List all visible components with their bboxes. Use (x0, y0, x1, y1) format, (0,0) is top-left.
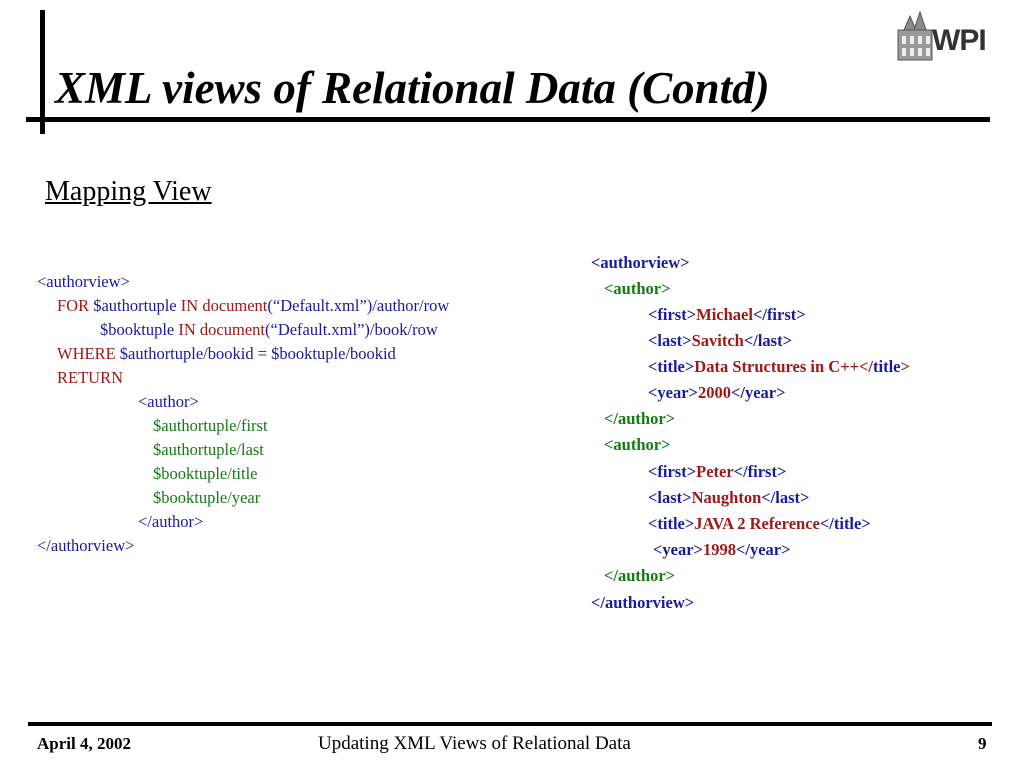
left-code-line-6: <author> (138, 392, 199, 411)
left-code-line-9: $booktuple/title (153, 464, 258, 483)
xml-close-author: </author> (604, 409, 676, 428)
footer-rule (28, 722, 992, 726)
left-code-line-8: $authortuple/last (153, 440, 264, 459)
xml-year: <year>2000</year> (648, 383, 786, 402)
section-subtitle: Mapping View (45, 176, 212, 207)
wpi-logo: WPI (896, 10, 1000, 62)
footer-date: April 4, 2002 (37, 734, 131, 753)
left-code-line-12: </authorview> (37, 536, 135, 555)
xml-first: <first>Michael</first> (648, 305, 806, 324)
left-code-line-1: <authorview> (37, 272, 130, 291)
slide-title: XML views of Relational Data (Contd) (55, 63, 770, 113)
left-code-line-10: $booktuple/year (153, 488, 261, 507)
footer-title: Updating XML Views of Relational Data (318, 733, 631, 754)
wpi-logo-text: WPI (932, 24, 987, 57)
xml-year: <year>1998</year> (653, 540, 791, 559)
left-code-line-5: RETURN (57, 368, 123, 387)
page-number: 9 (978, 734, 987, 753)
left-code-line-4: WHERE $authortuple/bookid = $booktuple/b… (57, 344, 396, 363)
xml-close-author: </author> (604, 566, 676, 585)
left-code-line-11: </author> (138, 512, 204, 531)
left-code-line-2: FOR $authortuple IN document(“Default.xm… (57, 296, 450, 315)
title-vertical-rule (40, 10, 45, 134)
xml-last: <last>Naughton</last> (648, 488, 810, 507)
xml-open-author: <author> (604, 279, 671, 298)
left-code-line-7: $authortuple/first (153, 416, 268, 435)
xml-last: <last>Savitch</last> (648, 331, 792, 350)
xml-title: <title>JAVA 2 Reference</title> (648, 514, 871, 533)
wpi-tower-icon (897, 10, 933, 61)
xml-first: <first>Peter</first> (648, 462, 787, 481)
title-horizontal-rule (26, 117, 990, 122)
xml-title: <title>Data Structures in C++</title> (648, 357, 910, 376)
xml-open-authorview: <authorview> (591, 253, 690, 272)
left-code-line-3: $booktuple IN document(“Default.xml”)/bo… (100, 320, 438, 339)
xml-open-author: <author> (604, 435, 671, 454)
xml-close-authorview: </authorview> (591, 593, 695, 612)
